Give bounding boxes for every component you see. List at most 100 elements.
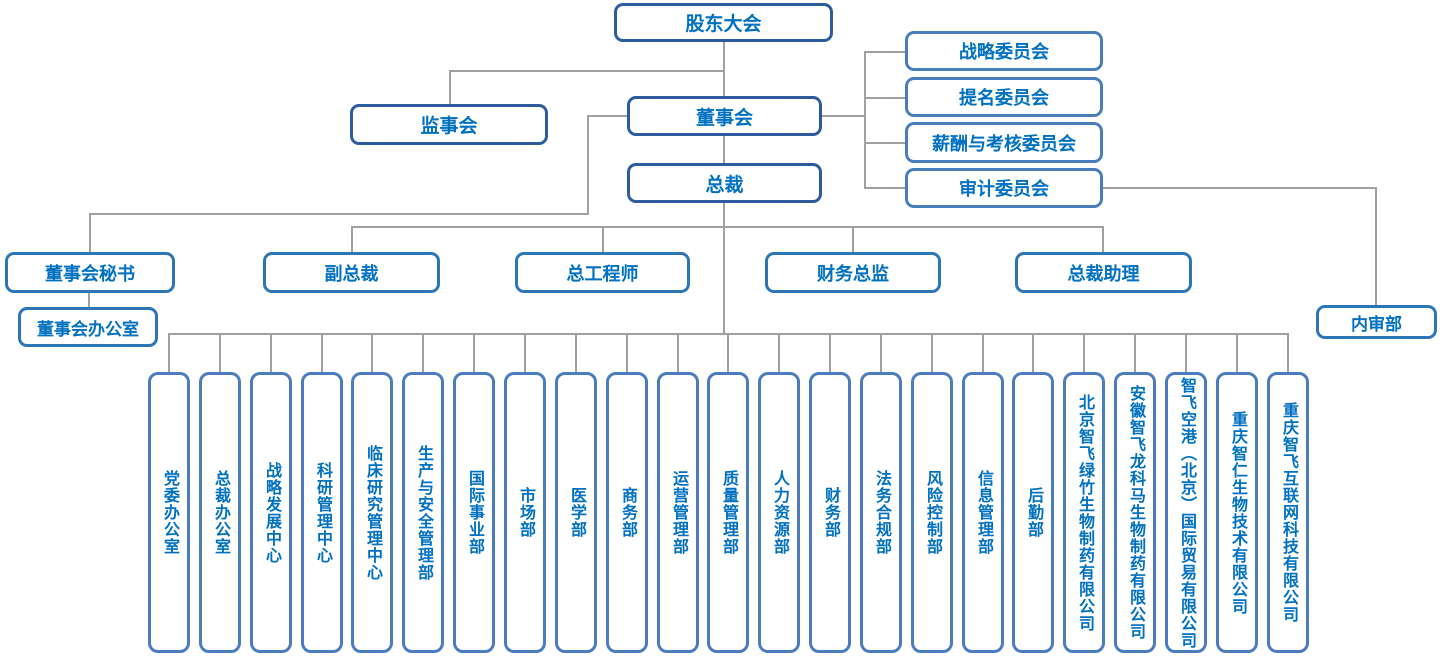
node-label: 总工程师 <box>566 263 639 284</box>
connector-line <box>1134 333 1136 372</box>
connector-line <box>449 70 725 72</box>
node-label: 战略发展中心 <box>263 461 280 564</box>
connector-line <box>270 333 272 372</box>
node-label: 运营管理部 <box>670 470 687 555</box>
node-label: 副总裁 <box>324 263 379 284</box>
node-label: 生产与安全管理部 <box>415 444 432 581</box>
connector-line <box>822 115 866 117</box>
node-label: 战略委员会 <box>959 42 1049 62</box>
node-label: 北京智飞绿竹生物制药有限公司 <box>1076 393 1093 632</box>
node-label: 总裁办公室 <box>212 470 229 555</box>
connector-line <box>852 226 854 252</box>
connector-line <box>168 333 170 372</box>
node-label: 质量管理部 <box>720 470 737 555</box>
node-label: 董事会 <box>695 107 753 129</box>
node-department: 安徽智飞龙科马生物制药有限公司 <box>1114 372 1156 653</box>
node-label: 薪酬与考核委员会 <box>932 133 1076 154</box>
node-label: 智飞空港（北京）国际贸易有限公司 <box>1178 376 1195 649</box>
connector-line <box>727 333 729 372</box>
node-president-assistant: 总裁助理 <box>1015 252 1192 293</box>
connector-line <box>1287 333 1289 372</box>
node-label: 重庆智仁生物技术有限公司 <box>1229 410 1246 615</box>
node-department: 市场部 <box>504 372 546 653</box>
node-president: 总裁 <box>627 163 822 203</box>
connector-line <box>880 333 882 372</box>
node-finance-director: 财务总监 <box>765 252 941 293</box>
node-vice-president: 副总裁 <box>263 252 440 293</box>
node-label: 信息管理部 <box>975 470 992 555</box>
node-department: 后勤部 <box>1012 372 1054 653</box>
node-strategy-committee: 战略委员会 <box>905 31 1103 71</box>
connector-line <box>723 136 725 164</box>
node-label: 总裁助理 <box>1067 263 1140 284</box>
node-nomination-committee: 提名委员会 <box>905 77 1103 117</box>
connector-line <box>982 333 984 372</box>
node-audit-committee: 审计委员会 <box>905 168 1103 208</box>
connector-line <box>587 115 589 215</box>
node-label: 监事会 <box>420 116 478 137</box>
connector-line <box>677 333 679 372</box>
node-department: 北京智飞绿竹生物制药有限公司 <box>1063 372 1105 653</box>
connector-line <box>473 333 475 372</box>
node-supervisory-board: 监事会 <box>350 104 548 145</box>
connector-line <box>351 226 353 252</box>
connector-line <box>626 333 628 372</box>
connector-line <box>89 213 589 215</box>
connector-line <box>524 333 526 372</box>
node-label: 国际事业部 <box>466 470 483 555</box>
node-department: 科研管理中心 <box>301 372 343 653</box>
node-department: 临床研究管理中心 <box>351 372 393 653</box>
connector-line <box>449 70 451 105</box>
node-label: 股东大会 <box>685 14 762 35</box>
connector-line <box>602 226 604 252</box>
node-board-of-directors: 董事会 <box>627 96 822 136</box>
node-remuneration-appraisal-committee: 薪酬与考核委员会 <box>905 122 1103 163</box>
node-label: 内审部 <box>1351 314 1402 334</box>
connector-line <box>219 333 221 372</box>
node-label: 医学部 <box>568 487 585 538</box>
node-board-secretary: 董事会秘书 <box>5 252 175 293</box>
node-label: 重庆智飞互联网科技有限公司 <box>1280 402 1297 623</box>
node-department: 运营管理部 <box>657 372 699 653</box>
connector-line <box>321 333 323 372</box>
node-department: 重庆智飞互联网科技有限公司 <box>1267 372 1309 653</box>
node-label: 法务合规部 <box>873 470 890 555</box>
node-department: 商务部 <box>606 372 648 653</box>
connector-line <box>1185 333 1187 372</box>
node-label: 财务总监 <box>817 263 889 284</box>
connector-line <box>89 213 91 252</box>
node-label: 董事会秘书 <box>45 263 135 284</box>
node-department: 国际事业部 <box>453 372 495 653</box>
node-label: 总裁 <box>705 174 744 196</box>
connector-line <box>864 51 866 189</box>
connector-line <box>829 333 831 372</box>
connector-line <box>88 292 90 308</box>
node-label: 市场部 <box>517 487 534 538</box>
node-chief-engineer: 总工程师 <box>515 252 690 293</box>
connector-line <box>1032 333 1034 372</box>
node-department: 人力资源部 <box>758 372 800 653</box>
node-department: 医学部 <box>555 372 597 653</box>
node-department: 质量管理部 <box>707 372 749 653</box>
node-label: 人力资源部 <box>771 470 788 555</box>
node-label: 财务部 <box>822 487 839 538</box>
node-department: 财务部 <box>809 372 851 653</box>
node-board-office: 董事会办公室 <box>18 307 158 347</box>
node-internal-audit-dept: 内审部 <box>1316 305 1437 339</box>
connector-line <box>587 115 627 117</box>
node-department: 智飞空港（北京）国际贸易有限公司 <box>1165 372 1207 653</box>
node-department: 党委办公室 <box>148 372 190 653</box>
node-label: 临床研究管理中心 <box>364 444 381 581</box>
connector-line <box>864 187 905 189</box>
node-department: 战略发展中心 <box>250 372 292 653</box>
node-department: 生产与安全管理部 <box>402 372 444 653</box>
node-label: 风险控制部 <box>924 470 941 555</box>
node-label: 提名委员会 <box>959 88 1049 108</box>
connector-line <box>723 203 725 334</box>
node-department: 法务合规部 <box>860 372 902 653</box>
node-label: 后勤部 <box>1025 487 1042 538</box>
connector-line <box>1103 187 1377 189</box>
connector-line <box>351 226 1104 228</box>
node-department: 总裁办公室 <box>199 372 241 653</box>
